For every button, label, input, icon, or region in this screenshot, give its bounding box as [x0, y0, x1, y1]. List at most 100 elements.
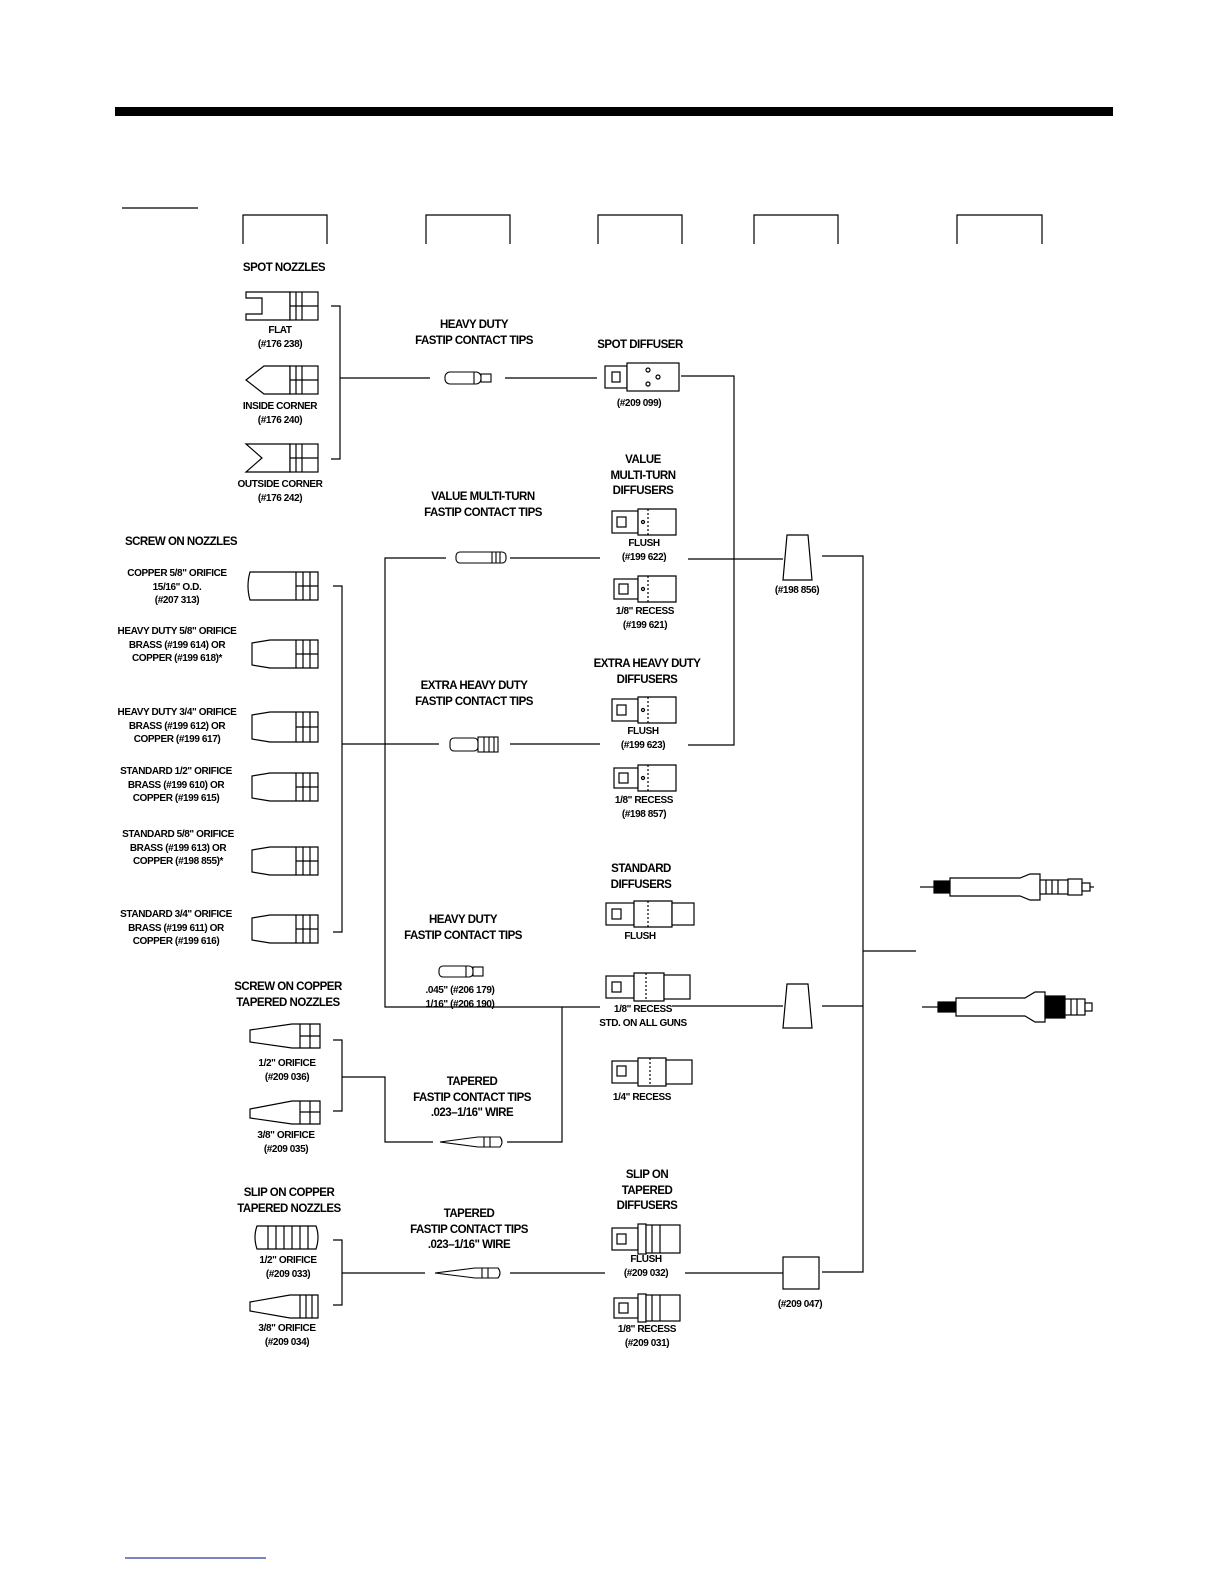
- value-tip-connector: [384, 557, 600, 1008]
- item-part: (#176 238): [257, 338, 303, 350]
- diffuser-icon: [613, 764, 677, 792]
- contact-tip-icon: [449, 736, 499, 753]
- nozzle-icon: [245, 291, 319, 321]
- spot-nozzle-flat-label: FLAT (#176 238): [257, 324, 303, 351]
- diffuser-icon: [611, 1057, 693, 1087]
- screw-copper-tapered-bracket: [333, 1039, 343, 1112]
- spot-nozzles-bracket: [331, 305, 341, 460]
- standard-diffuser-quarter-recess: 1/4" RECESS: [612, 1092, 672, 1103]
- diffuser-icon: [613, 1293, 681, 1323]
- screw-on-nozzles-title: SCREW ON NOZZLES: [124, 536, 238, 548]
- contact-tip-icon: [438, 965, 484, 978]
- nozzle-icon: [251, 914, 319, 944]
- item-name: 1/2" ORIFICE: [258, 1058, 316, 1069]
- spot-diffuser-part: (#209 099): [616, 398, 662, 409]
- slip-tapered-diffusers-title: SLIP ON TAPERED DIFFUSERS: [616, 1169, 678, 1212]
- nozzle-icon: [251, 711, 319, 743]
- heavy-duty-tips-title: HEAVY DUTY FASTIP CONTACT TIPS: [404, 914, 522, 942]
- contact-tip-icon: [439, 1136, 503, 1148]
- item-name: OUTSIDE CORNER: [237, 479, 323, 490]
- tapered-screw-tips-title: TAPERED FASTIP CONTACT TIPS .023–1/16" W…: [413, 1076, 531, 1119]
- item-name: 3/8" ORIFICE: [258, 1323, 316, 1334]
- spot-diffuser-connector: [681, 375, 735, 746]
- nozzle-icon: [251, 772, 319, 802]
- extra-heavy-duty-tips-title: EXTRA HEAVY DUTY FASTIP CONTACT TIPS: [415, 680, 533, 708]
- connector-line: [507, 1007, 563, 1143]
- slip-copper-tapered-bracket: [333, 1239, 343, 1306]
- adapter-bus: [822, 555, 864, 1273]
- value-diffusers-title: VALUE MULTI-TURN DIFFUSERS: [610, 454, 676, 497]
- nozzle-icon: [251, 846, 319, 876]
- item-part: (#176 242): [257, 492, 303, 504]
- extra-heavy-diffuser-recess: 1/8" RECESS (#198 857): [614, 795, 674, 820]
- diffuser-icon: [613, 575, 677, 603]
- welding-gun-icon: [922, 991, 1093, 1023]
- column-bracket-diffusers: [597, 214, 683, 244]
- spot-nozzle-inside-label: INSIDE CORNER (#176 240): [242, 400, 318, 427]
- heavy-duty-spot-tips-title: HEAVY DUTY FASTIP CONTACT TIPS: [415, 319, 533, 347]
- contact-tip-icon: [434, 1267, 501, 1279]
- standard-diffuser-flush: FLUSH: [624, 931, 656, 942]
- item-part: (#209 035): [263, 1143, 309, 1155]
- screw-nozzle-label: STANDARD 3/4" ORIFICE BRASS (#199 611) O…: [120, 909, 232, 947]
- adapter-icon: [782, 983, 813, 1029]
- contact-tip-icon: [444, 371, 492, 385]
- screw-copper-tapered-title: SCREW ON COPPER TAPERED NOZZLES: [234, 981, 342, 1009]
- diffuser-icon: [611, 1223, 681, 1255]
- screw-nozzle-label: STANDARD 5/8" ORIFICE BRASS (#199 613) O…: [122, 829, 234, 867]
- standard-diffusers-title: STANDARD DIFFUSERS: [610, 863, 672, 891]
- slip-tapered-label: 1/2" ORIFICE (#209 033): [259, 1254, 317, 1281]
- screw-nozzle-label: STANDARD 1/2" ORIFICE BRASS (#199 610) O…: [120, 766, 232, 804]
- spot-diffuser-title: SPOT DIFFUSER: [597, 339, 683, 351]
- slip-tapered-label: 3/8" ORIFICE (#209 034): [258, 1322, 316, 1349]
- nozzle-icon: [251, 639, 319, 669]
- contact-tip-icon: [455, 551, 507, 564]
- adapter-lower-part: (#209 047): [777, 1299, 823, 1310]
- value-diffuser-flush: FLUSH (#199 622): [621, 538, 667, 563]
- adapter-icon: [782, 534, 813, 581]
- diffuser-icon: [605, 972, 691, 1002]
- diffuser-icon: [604, 362, 680, 392]
- adapter-upper-part: (#198 856): [774, 585, 820, 596]
- item-name: 3/8" ORIFICE: [257, 1130, 315, 1141]
- connector-line: [342, 1076, 433, 1143]
- item-part: (#209 034): [264, 1336, 310, 1348]
- diffuser-icon: [611, 508, 677, 536]
- slip-copper-tapered-title: SLIP ON COPPER TAPERED NOZZLES: [237, 1187, 341, 1215]
- extra-heavy-diffuser-flush: FLUSH (#199 623): [620, 726, 666, 751]
- nozzle-icon: [244, 443, 319, 473]
- nozzle-icon: [247, 571, 319, 601]
- item-name: FLAT: [268, 325, 292, 336]
- value-multi-turn-tips-title: VALUE MULTI-TURN FASTIP CONTACT TIPS: [424, 491, 542, 519]
- nozzle-icon: [249, 1100, 321, 1125]
- tapered-slip-tips-title: TAPERED FASTIP CONTACT TIPS .023–1/16" W…: [410, 1208, 528, 1251]
- screw-on-nozzles-bracket: [333, 585, 343, 933]
- diffuser-icon: [605, 900, 695, 928]
- item-name: 1/2" ORIFICE: [259, 1255, 317, 1266]
- header-rule: [115, 107, 1113, 116]
- column-bracket-nozzles: [242, 214, 328, 244]
- diffuser-icon: [611, 696, 677, 724]
- nozzle-icon: [249, 1294, 319, 1319]
- screw-tapered-label: 3/8" ORIFICE (#209 035): [257, 1129, 315, 1156]
- screw-nozzle-label: HEAVY DUTY 5/8" ORIFICE BRASS (#199 614)…: [117, 626, 237, 664]
- adapter-icon: [782, 1256, 820, 1290]
- nozzle-icon: [249, 1023, 321, 1049]
- slip-tapered-diffuser-flush: FLUSH (#209 032): [623, 1254, 669, 1279]
- spot-nozzles-title: SPOT NOZZLES: [242, 262, 326, 274]
- nozzle-icon: [254, 1225, 319, 1250]
- value-diffuser-recess: 1/8" RECESS (#199 621): [615, 606, 675, 631]
- slip-tapered-diffuser-recess: 1/8" RECESS (#209 031): [617, 1324, 677, 1349]
- item-part: (#209 033): [265, 1268, 311, 1280]
- column-bracket-guns: [956, 214, 1043, 244]
- item-name: INSIDE CORNER: [242, 401, 318, 412]
- column-bracket-tips: [425, 214, 511, 244]
- item-part: (#176 240): [257, 414, 303, 426]
- item-part: (#209 036): [264, 1071, 310, 1083]
- screw-nozzle-label: HEAVY DUTY 3/4" ORIFICE BRASS (#199 612)…: [117, 707, 237, 745]
- extra-heavy-diffusers-title: EXTRA HEAVY DUTY DIFFUSERS: [593, 658, 701, 686]
- welding-gun-icon: [920, 873, 1094, 901]
- heavy-duty-tips-parts: .045" (#206 179) 1/16" (#206 190): [425, 985, 495, 1010]
- nozzle-icon: [245, 365, 319, 395]
